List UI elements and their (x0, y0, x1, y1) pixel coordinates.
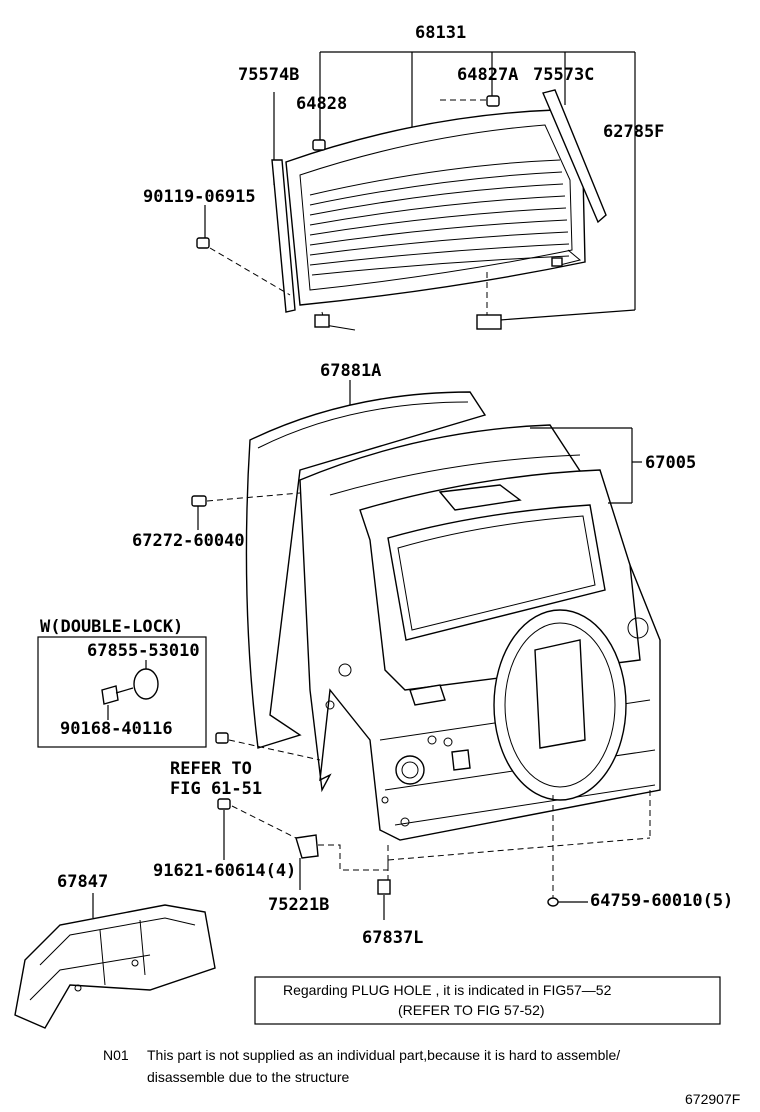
label-68131: 68131 (415, 23, 466, 43)
footnote-line-2: disassemble due to the structure (147, 1069, 350, 1085)
weatherstrip-67881A (245, 391, 487, 749)
label-75221B: 75221B (268, 895, 329, 915)
label-67847: 67847 (57, 872, 108, 892)
connector-right (551, 257, 563, 267)
footnote-code: N01 (103, 1047, 129, 1063)
clip-64828 (312, 139, 326, 151)
label-75573C: 75573C (533, 65, 594, 85)
label-fig-61-51: FIG 61-51 (170, 779, 262, 799)
clip-67272 (191, 495, 207, 507)
insulator-67847 (14, 893, 216, 1029)
plug-hole-cover (534, 639, 586, 749)
label-64828: 64828 (296, 94, 347, 114)
clip-refer-fig-61-51 (215, 732, 229, 744)
back-glass-assembly (196, 51, 636, 331)
label-67272-60040: 67272-60040 (132, 531, 245, 551)
label-67837L: 67837L (362, 928, 423, 948)
label-refer-to: REFER TO (170, 759, 252, 779)
back-door-assembly (191, 380, 661, 920)
label-91621-60614: 91621-60614(4) (153, 861, 296, 881)
figure-id: 672907F (685, 1091, 740, 1107)
glass-opening (387, 504, 606, 641)
bolt-91621 (217, 798, 231, 810)
plug-64759 (547, 897, 559, 907)
stop-lamp-housing (438, 484, 522, 511)
pad-62785F (476, 314, 502, 330)
footnote-line-1: This part is not supplied as an individu… (147, 1047, 620, 1063)
lock-cylinder (395, 755, 425, 785)
clip-67837L (377, 879, 391, 895)
label-67855-53010: 67855-53010 (87, 641, 200, 661)
label-90119-06915: 90119-06915 (143, 187, 256, 207)
label-64827A: 64827A (457, 65, 518, 85)
label-75574B: 75574B (238, 65, 299, 85)
label-90168-40116: 90168-40116 (60, 719, 173, 739)
double-lock-inset (37, 636, 207, 748)
label-62785F: 62785F (603, 122, 664, 142)
bracket-75221B (295, 834, 319, 859)
plug-hole-note-box (254, 976, 721, 1025)
lock-cap-67855 (133, 668, 159, 700)
screw-90168 (101, 685, 119, 705)
label-67005: 67005 (645, 453, 696, 473)
label-double-lock: W(DOUBLE-LOCK) (40, 617, 183, 637)
label-64759-60010: 64759-60010(5) (590, 891, 733, 911)
plug-note-line-2: (REFER TO FIG 57-52) (398, 1002, 545, 1018)
connector-left (314, 314, 330, 328)
label-67881A: 67881A (320, 361, 381, 381)
clip-64827A (486, 95, 500, 107)
defroster-grid (309, 159, 570, 276)
plug-note-line-1: Regarding PLUG HOLE , it is indicated in… (283, 982, 612, 998)
bolt-90119 (196, 237, 210, 249)
